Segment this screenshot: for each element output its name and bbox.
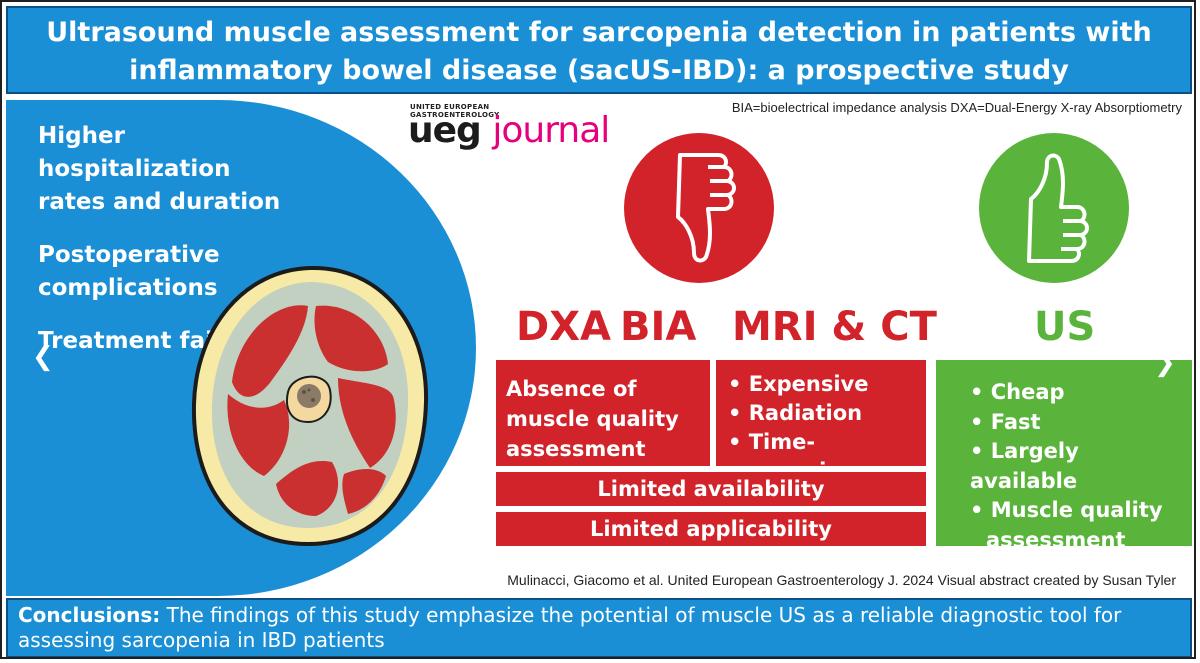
dxa-heading: DXA <box>516 304 611 350</box>
mri-ct-bullets: • Expensive • Radiation • Time-consuming <box>728 370 914 486</box>
thigh-cross-section-illustration <box>191 265 429 547</box>
limited-applicability-box: Limited applicability <box>496 512 926 546</box>
conclusion-text: The findings of this study emphasize the… <box>18 603 1122 652</box>
dxa-bia-limitation-box: Absence of muscle quality assessment <box>496 360 710 466</box>
consequence-item: Postoperative complications <box>38 242 220 301</box>
us-advantages-box: • Cheap • Fast • Largely available • Mus… <box>936 360 1192 552</box>
logo-subtitle: UNITED EUROPEAN GASTROENTEROLOGY <box>410 103 500 119</box>
mri-ct-limitation-box: • Expensive • Radiation • Time-consuming <box>716 360 926 483</box>
chevron-left-icon[interactable]: ❮ <box>32 342 54 372</box>
us-heading: US <box>1034 304 1096 350</box>
bullet-item: • Cheap <box>970 380 1065 404</box>
ueg-journal-logo: ueg journal <box>408 110 610 151</box>
page-title: Ultrasound muscle assessment for sarcope… <box>6 6 1192 94</box>
bia-heading: BIA <box>620 304 697 350</box>
bullet-item: • Fast <box>970 409 1041 434</box>
abbreviations-note: BIA=bioelectrical impedance analysis DXA… <box>731 100 1182 115</box>
mri-ct-heading: MRI & CT <box>732 304 937 350</box>
us-bullets: • Cheap • Fast • Largely available • Mus… <box>970 378 1180 555</box>
thumbs-down-icon <box>676 153 736 263</box>
bullet-item: • Largely available <box>970 439 1079 493</box>
conclusion-label: Conclusions: <box>18 603 161 627</box>
conclusion-banner: Conclusions: The findings of this study … <box>6 598 1192 657</box>
bullet-item: • Radiation <box>728 401 863 425</box>
limited-availability-box: Limited availability <box>496 472 926 506</box>
consequence-item: Higher hospitalization rates and duratio… <box>38 123 281 215</box>
consequences-list: Higher hospitalization rates and duratio… <box>38 120 298 378</box>
thumbs-down-badge <box>624 133 774 283</box>
thumbs-up-icon <box>1027 153 1089 263</box>
bullet-item: • Muscle quality assessment <box>970 498 1163 552</box>
citation-credit: Mulinacci, Giacomo et al. United Europea… <box>507 572 1176 588</box>
bullet-item: • Expensive <box>728 372 869 396</box>
chevron-right-icon[interactable]: ❯ <box>1154 348 1176 378</box>
thumbs-up-badge <box>979 133 1129 283</box>
